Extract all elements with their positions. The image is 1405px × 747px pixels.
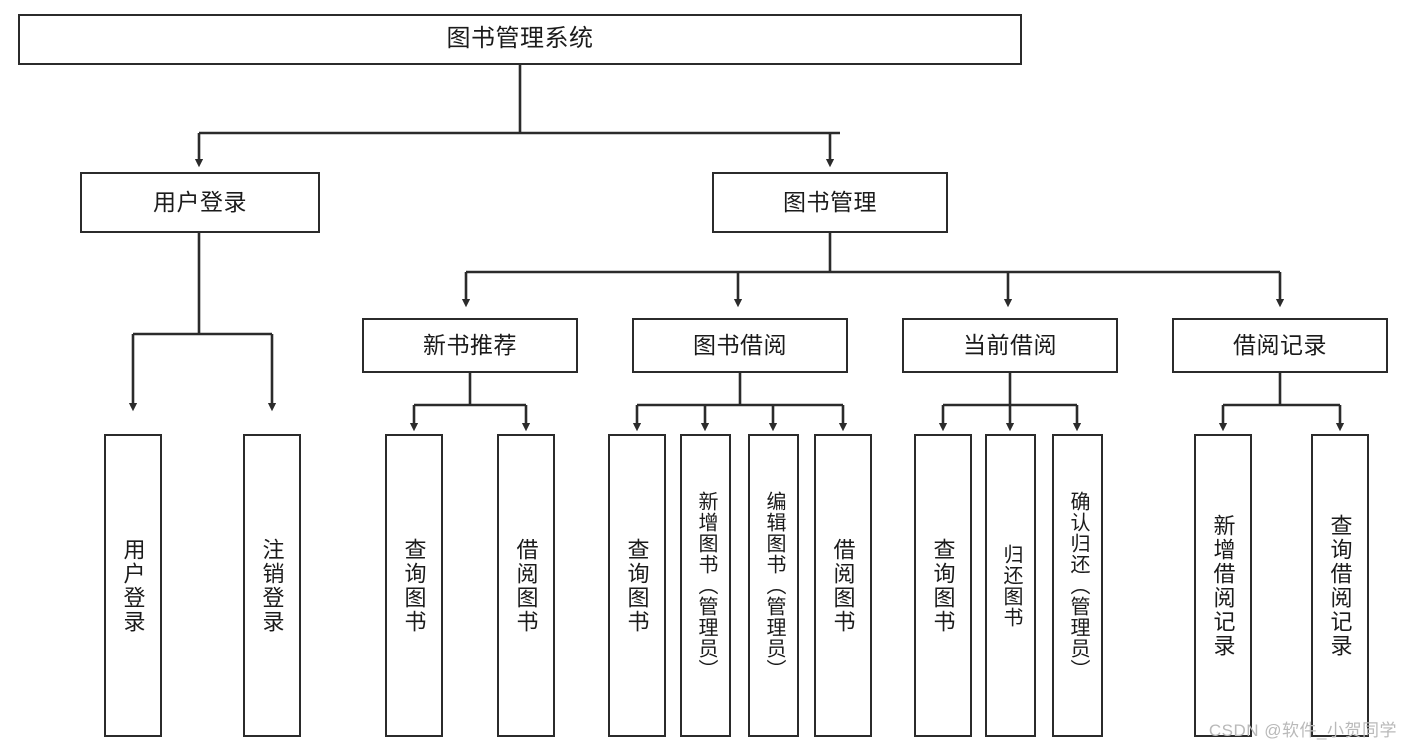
node-label: 用户登录 (153, 188, 247, 215)
node-label: 查询借阅记录 (1327, 513, 1353, 658)
node-leaf-query-borrow-record[interactable]: 查询借阅记录 (1311, 434, 1369, 737)
node-label: 图书管理系统 (446, 25, 594, 53)
node-leaf-logout[interactable]: 注销登录 (243, 434, 301, 737)
node-label: 查询图书 (624, 537, 650, 634)
node-leaf-edit-book-admin[interactable]: 编辑图书（管理员） (748, 434, 799, 737)
node-leaf-query-book-current[interactable]: 查询图书 (914, 434, 972, 737)
node-label: 借阅记录 (1233, 331, 1327, 358)
node-leaf-return-book[interactable]: 归还图书 (985, 434, 1036, 737)
node-label: 当前借阅 (963, 331, 1057, 358)
node-root-book-management-system[interactable]: 图书管理系统 (18, 14, 1022, 65)
node-label: 借阅图书 (513, 537, 539, 634)
node-label: 编辑图书（管理员） (763, 491, 785, 680)
node-label: 新书推荐 (423, 331, 517, 358)
node-label: 新增图书（管理员） (695, 491, 717, 680)
node-label: 用户登录 (120, 537, 146, 634)
node-leaf-add-book-admin[interactable]: 新增图书（管理员） (680, 434, 731, 737)
node-label: 查询图书 (930, 537, 956, 634)
node-label: 查询图书 (401, 537, 427, 634)
node-current-borrow[interactable]: 当前借阅 (902, 318, 1118, 373)
node-leaf-user-login[interactable]: 用户登录 (104, 434, 162, 737)
node-user-login[interactable]: 用户登录 (80, 172, 320, 233)
node-leaf-confirm-return-admin[interactable]: 确认归还（管理员） (1052, 434, 1103, 737)
node-leaf-borrow-book-recommend[interactable]: 借阅图书 (497, 434, 555, 737)
node-leaf-add-borrow-record[interactable]: 新增借阅记录 (1194, 434, 1252, 737)
node-leaf-query-book-borrow[interactable]: 查询图书 (608, 434, 666, 737)
node-label: 归还图书 (1000, 543, 1022, 628)
node-label: 注销登录 (259, 537, 285, 634)
node-book-management[interactable]: 图书管理 (712, 172, 948, 233)
node-book-borrow[interactable]: 图书借阅 (632, 318, 848, 373)
node-borrow-record[interactable]: 借阅记录 (1172, 318, 1388, 373)
node-label: 图书借阅 (693, 331, 787, 358)
node-leaf-borrow-book[interactable]: 借阅图书 (814, 434, 872, 737)
node-label: 借阅图书 (830, 537, 856, 634)
node-label: 确认归还（管理员） (1067, 491, 1089, 680)
node-new-book-recommend[interactable]: 新书推荐 (362, 318, 578, 373)
node-label: 图书管理 (783, 188, 877, 215)
node-label: 新增借阅记录 (1210, 513, 1236, 658)
node-leaf-query-book-recommend[interactable]: 查询图书 (385, 434, 443, 737)
